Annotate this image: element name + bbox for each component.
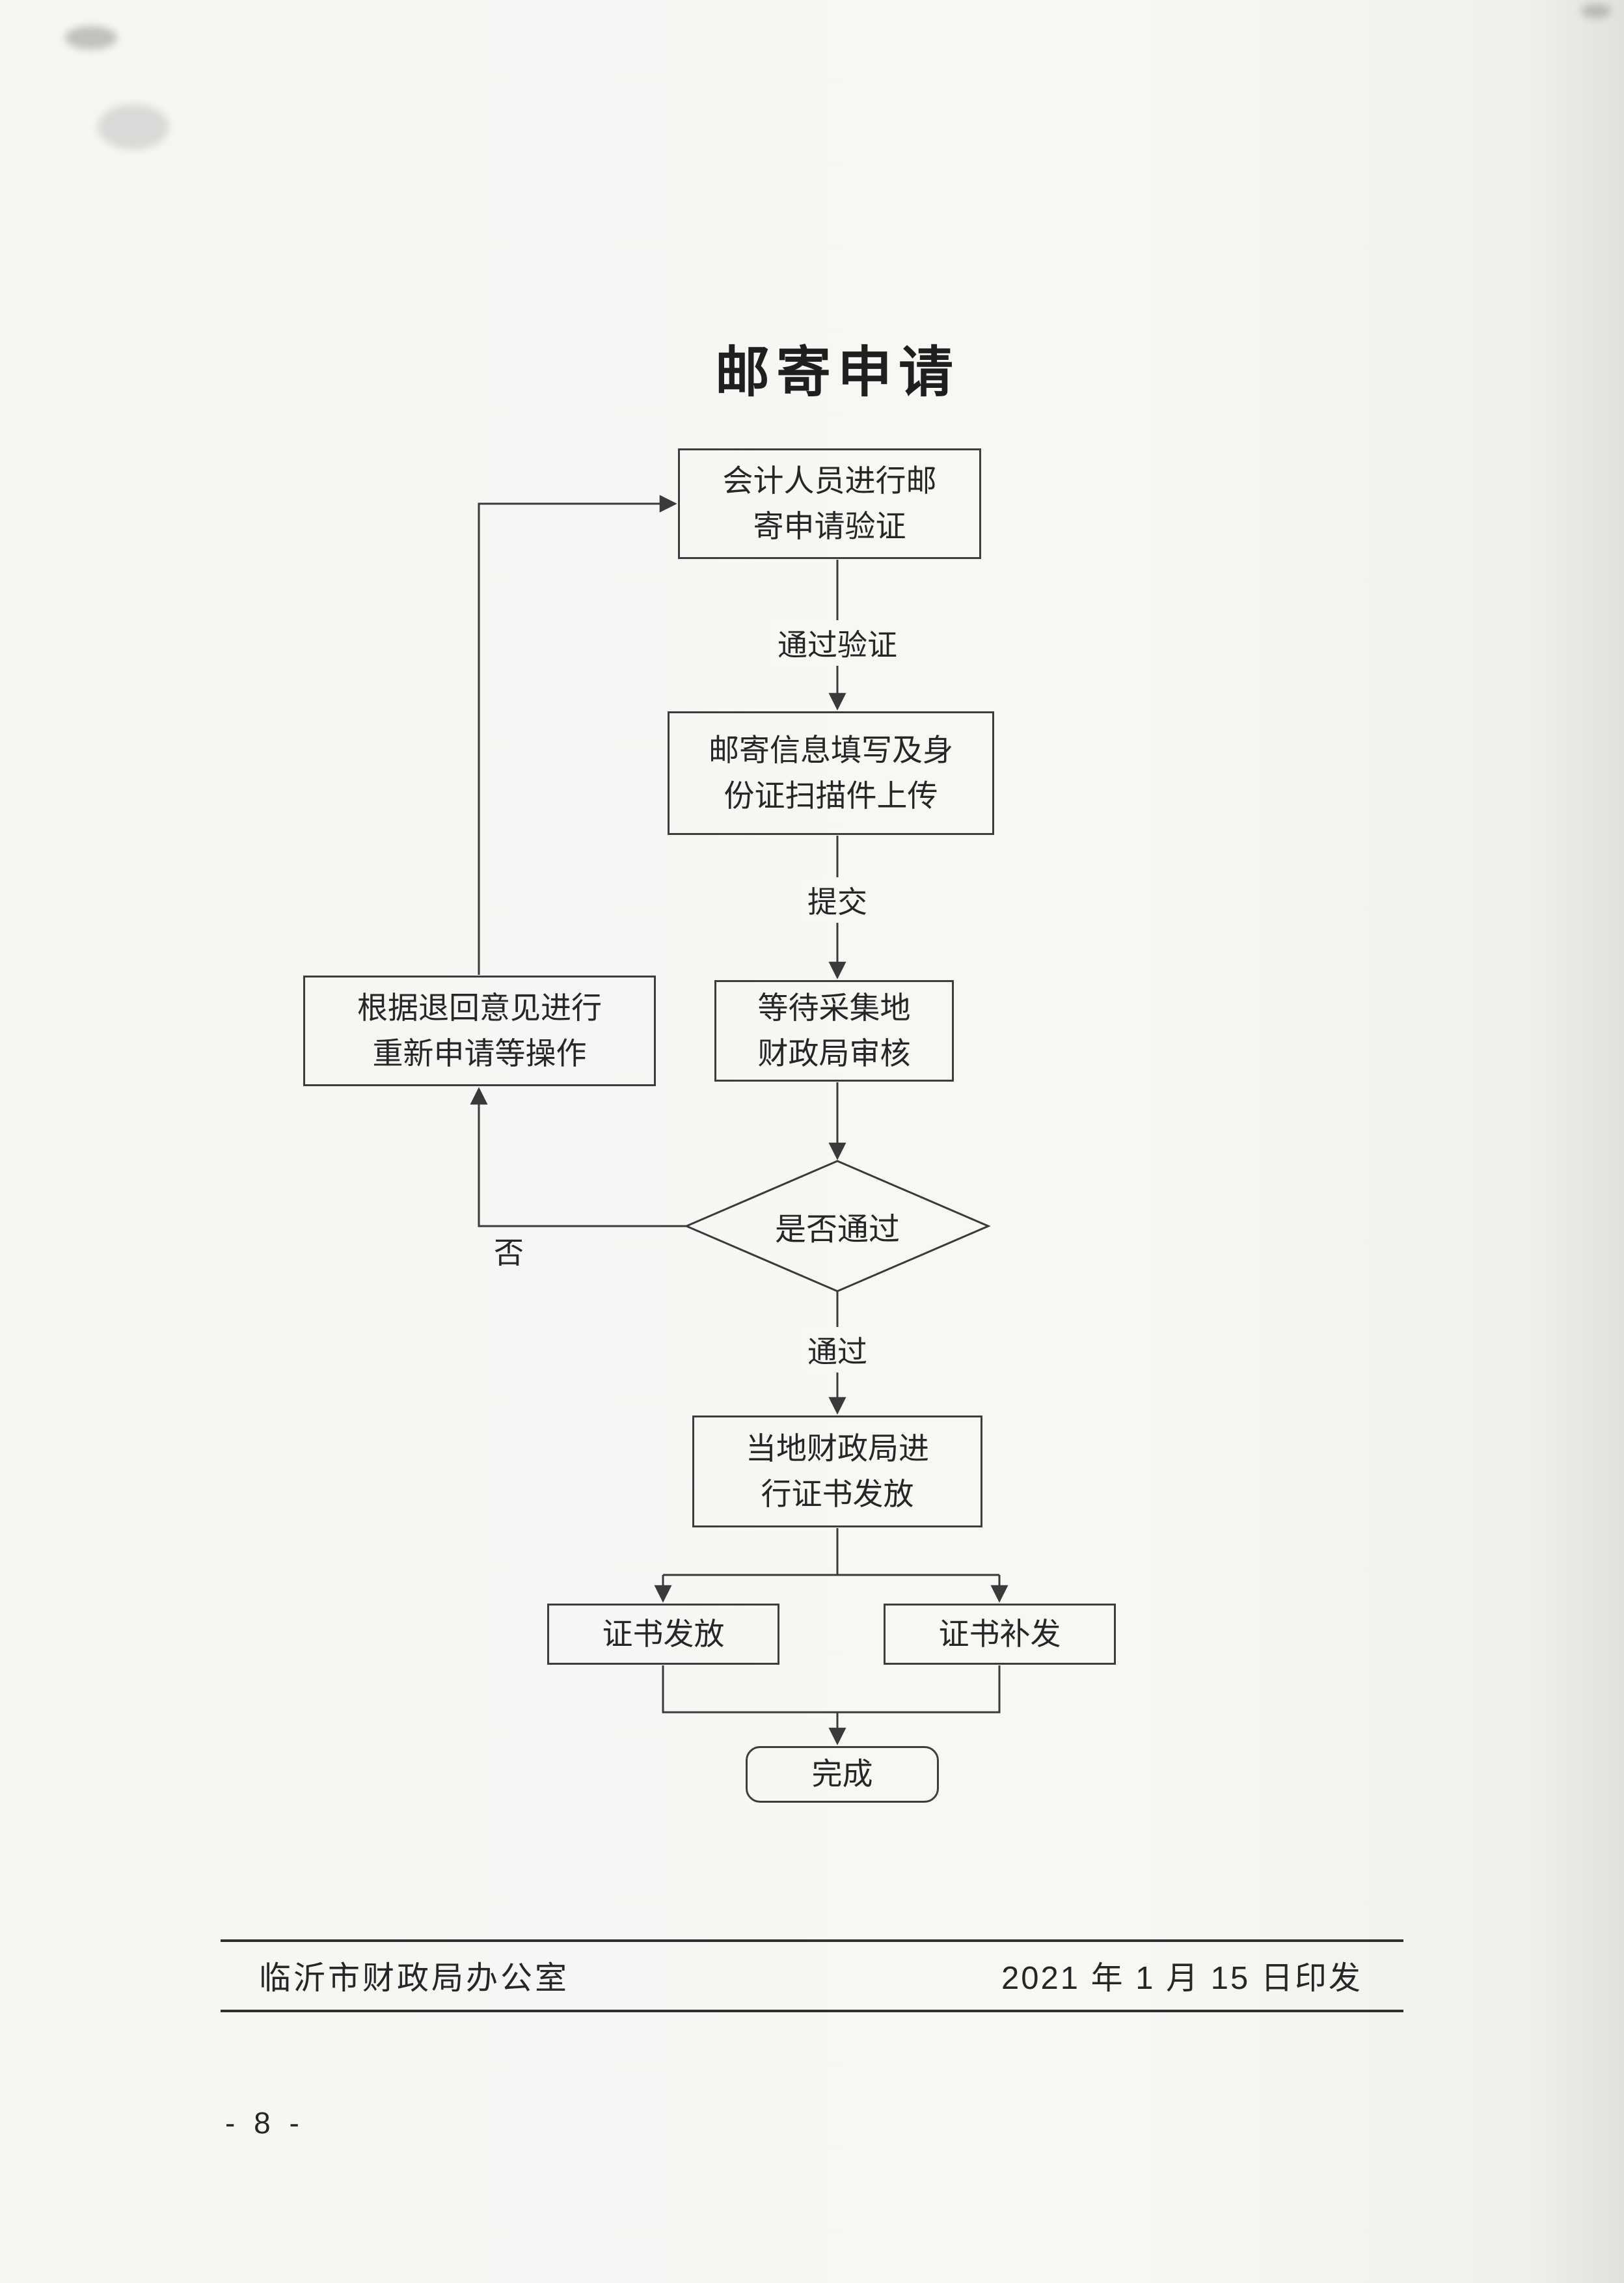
edge-label-yes: 通过 [800,1327,875,1373]
node-decision-label: 是否通过 [774,1212,900,1247]
edge-decision-no-to-redo [470,1087,686,1227]
node-fill-info: 邮寄信息填写及身 份证扫描件上传 [668,711,994,835]
node-issuance: 证书发放 [547,1604,779,1665]
decision-diamond-shape [684,1160,991,1292]
node-redo: 根据退回意见进行 重新申请等操作 [303,976,656,1086]
node-issue: 当地财政局进 行证书发放 [692,1415,982,1527]
node-verify: 会计人员进行邮 寄申请验证 [678,448,981,559]
node-wait-review: 等待采集地 财政局审核 [714,980,954,1082]
footer-rule-top [221,1939,1403,1942]
edge-label-submit: 提交 [800,877,875,923]
page-title: 邮寄申请 [714,342,960,403]
node-done: 完成 [746,1746,939,1803]
page-number: - 8 - [225,2106,304,2140]
footer-office: 临沂市财政局办公室 [259,1961,570,1996]
edge-redo-to-verify [478,495,677,975]
edge-label-no: 否 [494,1236,524,1270]
edge-label-verified: 通过验证 [770,620,905,666]
edge-issuance-to-merge [662,1665,837,1714]
node-reissue: 证书补发 [884,1604,1116,1665]
edge-reissue-to-merge [837,1665,1001,1714]
footer-rule-bottom [221,2010,1403,2012]
footer-date: 2021 年 1 月 15 日印发 [1001,1961,1362,1996]
